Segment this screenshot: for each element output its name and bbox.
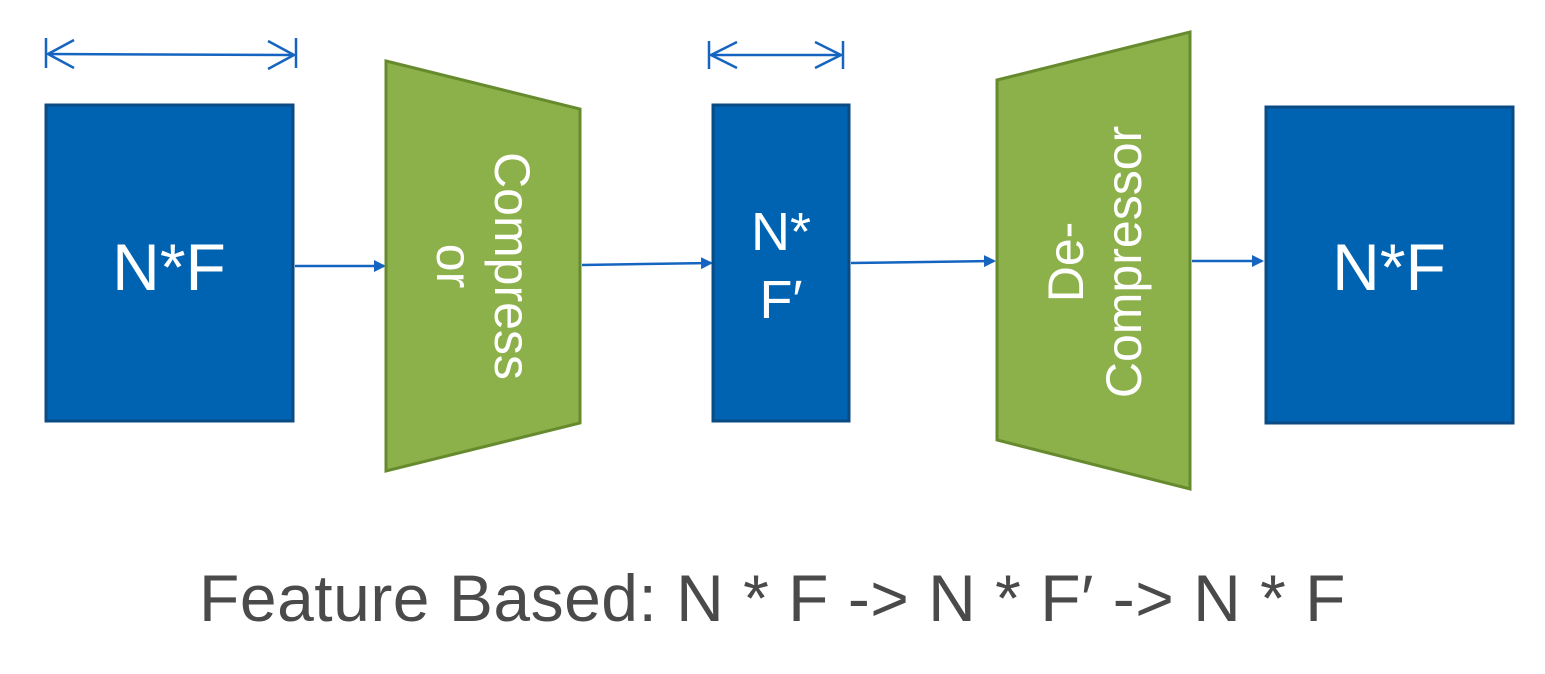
decompressor-label-line1: De-: [1038, 222, 1094, 303]
arrow-compressor-to-latent: [581, 257, 713, 270]
input-width-indicator: [44, 38, 298, 71]
output-block: [1264, 105, 1515, 425]
latent-block-label-line2: F′: [759, 270, 802, 330]
decompressor-label: De- Compressor: [1038, 126, 1152, 398]
compressor-label-line2: or: [426, 244, 482, 288]
decompressor-label-line2: Compressor: [1096, 126, 1152, 398]
decompressor-shape: [995, 30, 1192, 491]
compressor-shape: [384, 59, 582, 473]
output-block-label: N*F: [1332, 230, 1446, 304]
latent-width-indicator: [707, 40, 845, 70]
arrow-latent-to-decompressor: [850, 255, 996, 268]
latent-block: [711, 103, 851, 423]
diagram-caption: Feature Based: N * F -> N * F′ -> N * F: [199, 561, 1346, 635]
compressor-label: Compress or: [426, 152, 540, 380]
input-block-label: N*F: [112, 230, 226, 304]
compressor-label-line1: Compress: [484, 152, 540, 380]
latent-block-label-line1: N*: [751, 202, 811, 262]
input-block: [44, 103, 295, 423]
